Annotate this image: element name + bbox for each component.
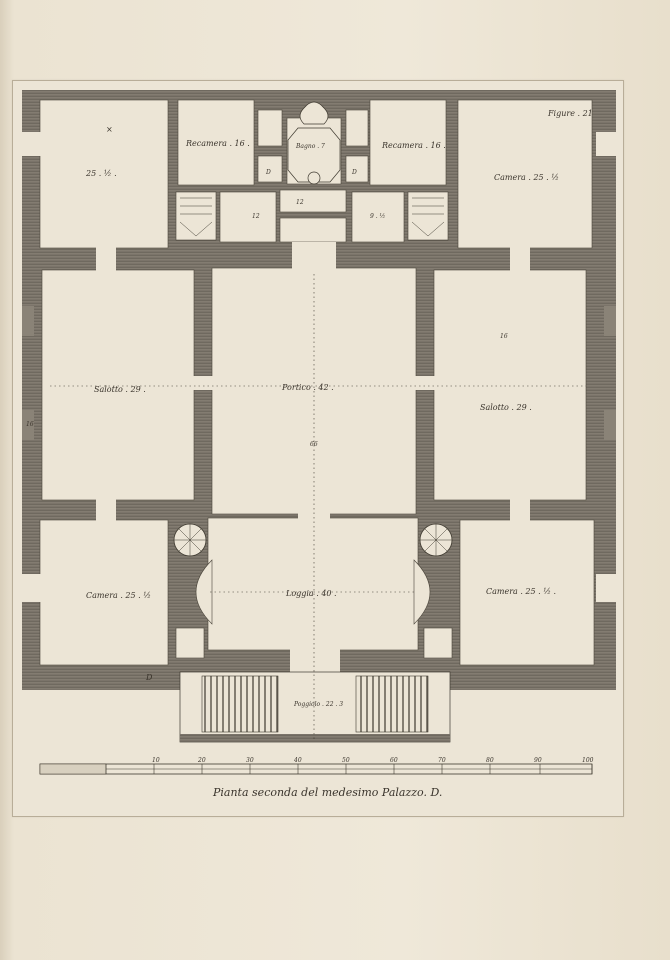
scale-tick-label: 60	[390, 757, 398, 764]
loggia-apse-left	[195, 559, 213, 625]
room-recamera-right	[369, 99, 447, 186]
scale-tick-label: 80	[486, 757, 494, 764]
scale-tick-label: 100	[582, 757, 594, 764]
plate-caption-text: Pianta seconda del medesimo Palazzo. D.	[213, 786, 443, 799]
label-dim-right: 16	[500, 333, 508, 340]
stair-left	[175, 191, 217, 241]
cell-left-a	[257, 109, 283, 147]
balcony-cornice	[206, 660, 286, 666]
balcony-cornice-right	[346, 660, 426, 666]
cell-right-b	[345, 155, 369, 183]
room-label-recamera-right: Recamera . 16 .	[381, 141, 446, 150]
scale-tick-label: 50	[342, 757, 350, 764]
room-label-camera-right: Camera . 25 . ½ .	[486, 587, 556, 596]
room-camera-left	[39, 519, 169, 666]
cell-left-b	[257, 155, 283, 183]
room-label-poggiolo: Poggiolo . 22 . 3	[293, 701, 343, 708]
scale-tick-label: 20	[197, 757, 206, 764]
room-label-top-left: 25 . ½ .	[85, 169, 117, 178]
room-salotto-left	[41, 269, 195, 501]
scale-bar	[39, 763, 593, 775]
room-loggia	[207, 517, 419, 651]
cell-loggia-left	[175, 627, 205, 659]
room-label-portico: Portico . 42 .	[281, 383, 334, 392]
room-salotto-right	[433, 269, 587, 501]
label-stair-right: 9 . ½	[370, 213, 386, 220]
balustrade	[180, 734, 450, 742]
corridor-mid-b	[279, 217, 347, 243]
room-label-salotto-left: Salotto . 29 .	[94, 385, 146, 394]
corridor-mid-a	[279, 189, 347, 213]
room-stair-mid-right	[351, 191, 405, 243]
plate-caption: Pianta seconda del medesimo Palazzo. D.	[213, 786, 463, 799]
room-label-loggia: Loggia . 40 .	[285, 589, 337, 598]
room-top-right	[457, 99, 593, 249]
room-label-camera-left: Camera . 25 . ½	[86, 591, 151, 600]
room-label-bagno: Bagno . 7	[295, 143, 325, 150]
label-mark-d: D	[145, 673, 153, 682]
cell-loggia-right	[423, 627, 453, 659]
balcony-steps-left	[201, 675, 279, 733]
room-label-top-right: Camera . 25 . ½	[494, 173, 559, 182]
balcony-steps-right	[355, 675, 429, 733]
label-dim-vert: 66	[310, 441, 318, 448]
figure-label: Figure . 21	[547, 109, 593, 118]
room-stair-mid-left	[219, 191, 277, 243]
label-mark-x: ×	[106, 125, 113, 134]
scale-tick-label: 70	[438, 757, 446, 764]
bagno-basin	[307, 171, 321, 185]
room-top-left	[39, 99, 169, 249]
scale-tick-label: 40	[293, 757, 302, 764]
label-stair-left: 12	[252, 213, 260, 220]
stair-right	[407, 191, 449, 241]
scale-tick-label: 30	[246, 757, 254, 764]
label-bagno-d-b: D	[351, 169, 357, 176]
room-camera-right	[459, 519, 595, 666]
room-label-salotto-right: Salotto . 29 .	[480, 403, 532, 412]
label-dim-left: 16	[26, 421, 34, 428]
label-stair-mid: 12	[296, 199, 304, 206]
cell-right-a	[345, 109, 369, 147]
bagno-octagon	[287, 127, 341, 183]
room-label-recamera-left: Recamera . 16 .	[185, 139, 250, 148]
trefoil-niche	[299, 101, 329, 125]
loggia-apse-right	[413, 559, 431, 625]
label-bagno-d-a: D	[265, 169, 271, 176]
room-recamera-left	[177, 99, 255, 186]
scale-tick-label: 90	[534, 757, 542, 764]
top-edge-band	[22, 87, 616, 90]
scale-tick-label: 10	[152, 757, 160, 764]
